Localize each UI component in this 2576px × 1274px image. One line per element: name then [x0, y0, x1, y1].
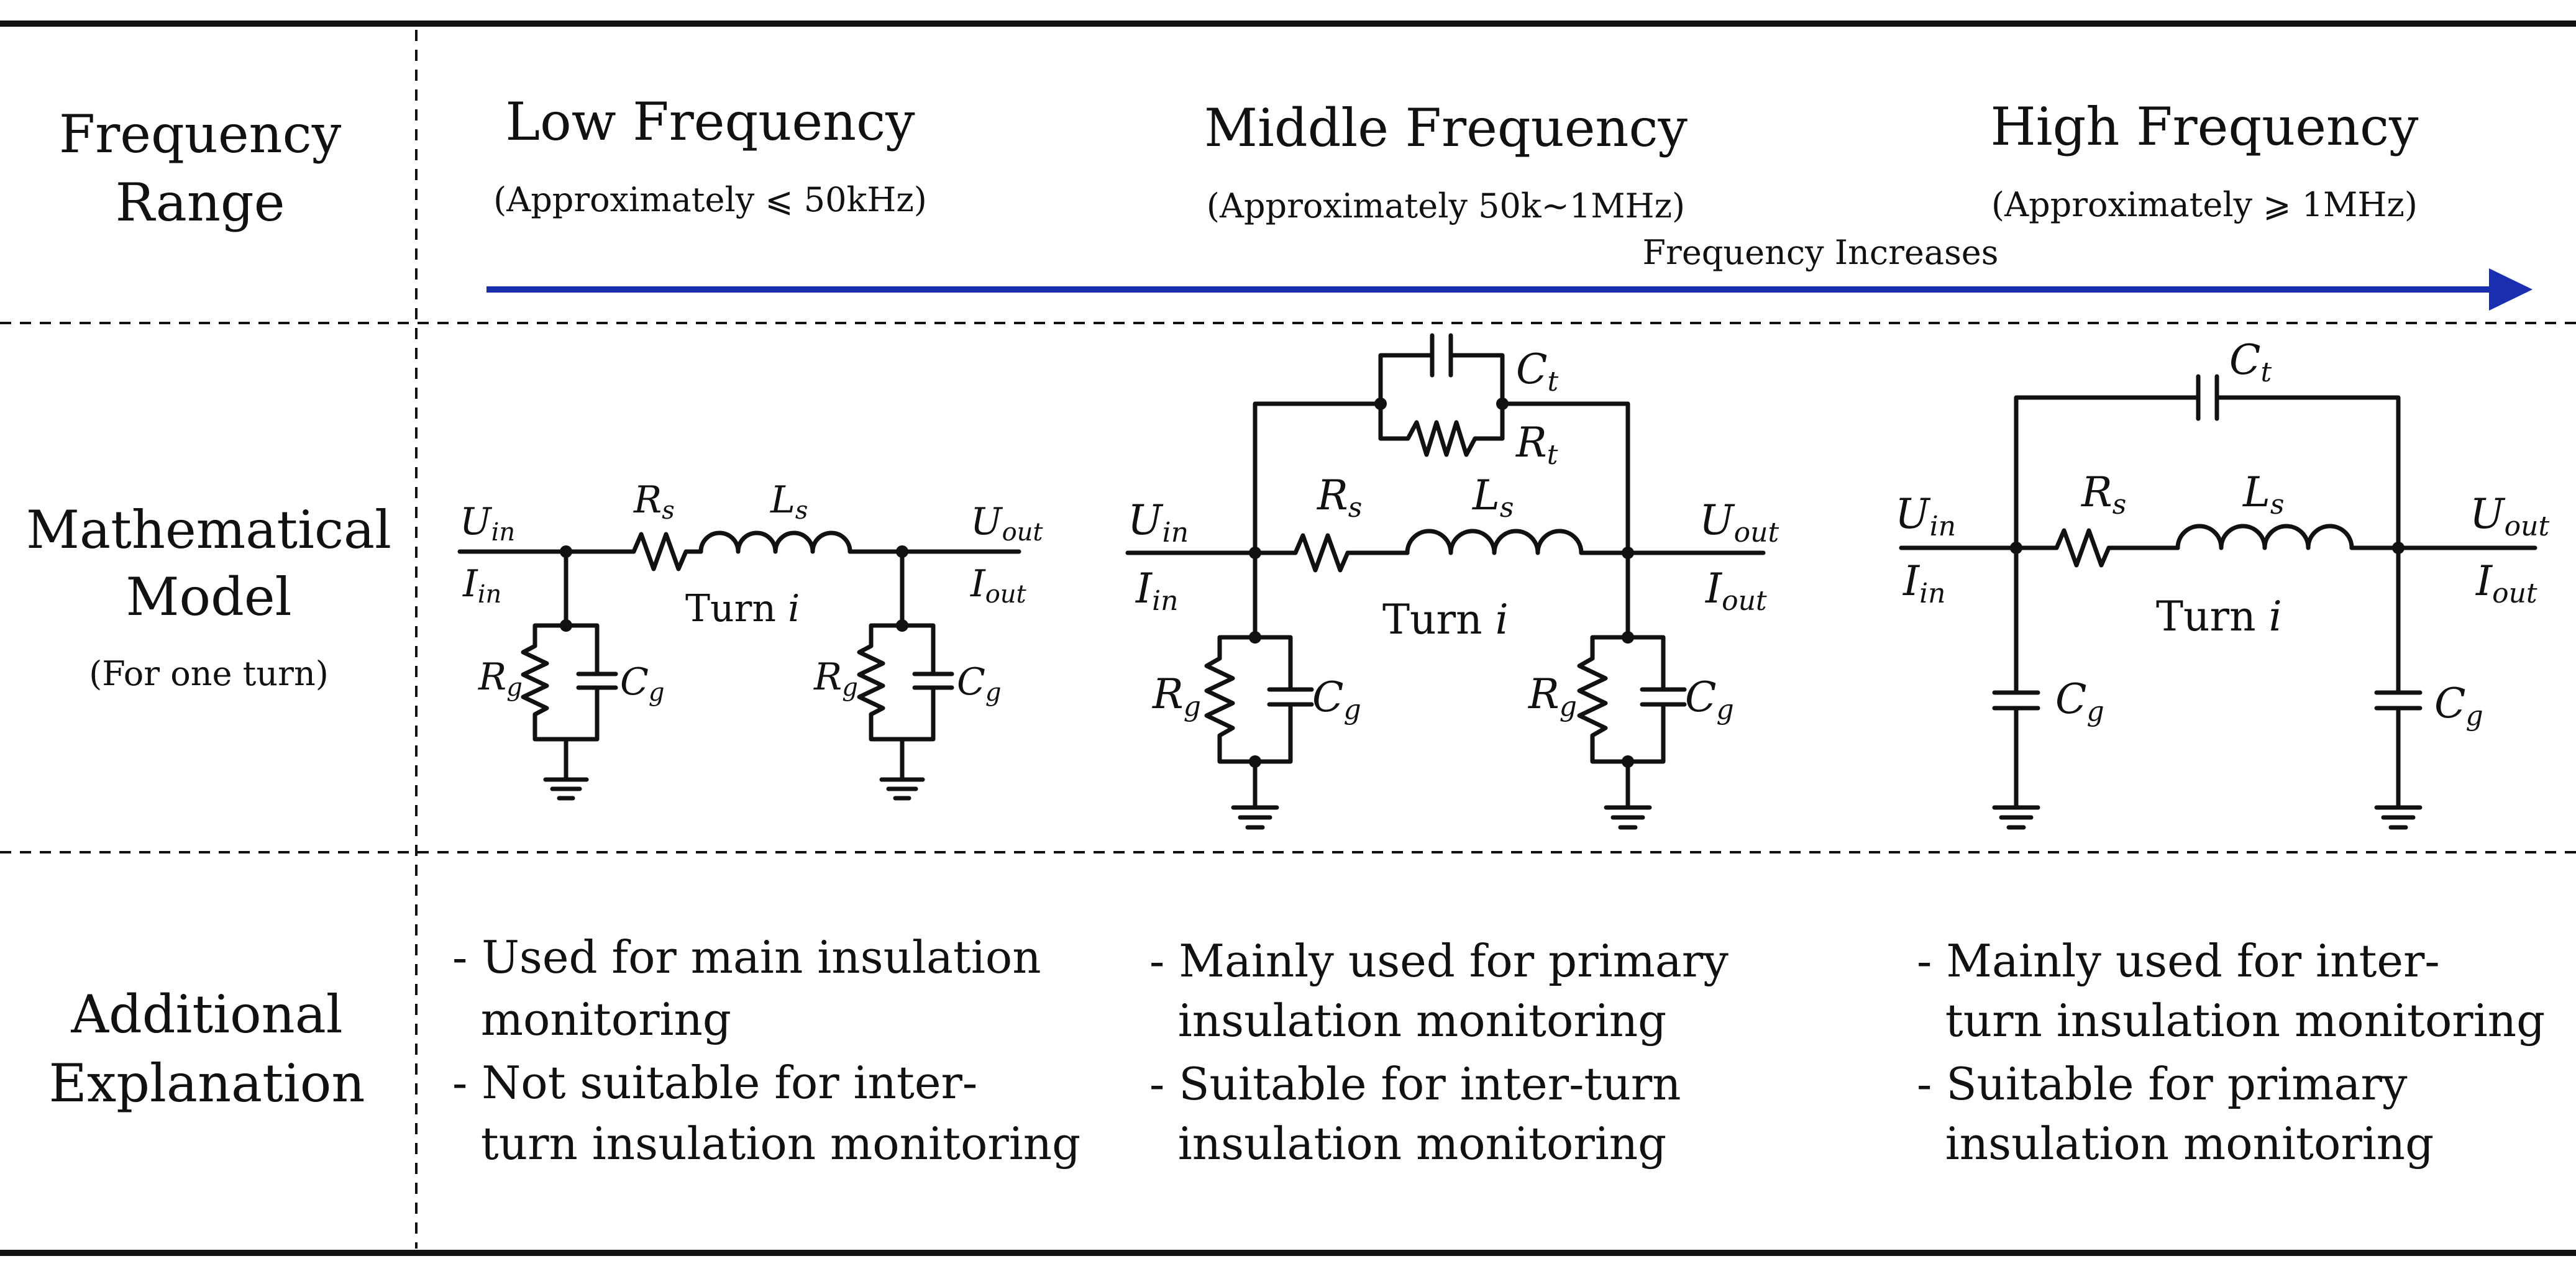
- row-header-line: Range: [116, 172, 285, 233]
- svg-text:Iout: Iout: [1705, 565, 1767, 617]
- svg-text:Iin: Iin: [1135, 565, 1179, 617]
- row-header-additional-explanation: Additional Explanation: [49, 984, 365, 1114]
- svg-text:Cg: Cg: [957, 660, 1002, 707]
- row-header-mathematical-model: Mathematical Model (For one turn): [26, 499, 391, 693]
- note-line: insulation monitoring: [1149, 1117, 1666, 1170]
- svg-text:Iin: Iin: [462, 562, 501, 609]
- svg-text:Rs: Rs: [1317, 471, 1362, 524]
- column-low-frequency-header: Low Frequency (Approximately ⩽ 50kHz): [493, 91, 927, 219]
- svg-text:Uin: Uin: [1128, 496, 1189, 548]
- arrow-label: Frequency Increases: [1643, 233, 1999, 272]
- note-line: insulation monitoring: [1917, 1117, 2434, 1170]
- svg-text:Ls: Ls: [770, 478, 808, 525]
- svg-text:Uout: Uout: [971, 500, 1043, 547]
- note-line: insulation monitoring: [1149, 994, 1666, 1047]
- column-title: Low Frequency: [505, 91, 915, 152]
- row-header-line: Additional: [70, 984, 342, 1045]
- notes-high-frequency: - Mainly used for inter- turn insulation…: [1917, 935, 2545, 1170]
- row-header-frequency-range: Frequency Range: [59, 104, 342, 233]
- svg-text:Turn i: Turn i: [1382, 596, 1509, 644]
- svg-text:Ct: Ct: [1516, 345, 1559, 398]
- svg-text:Iout: Iout: [2475, 557, 2537, 609]
- note-line: - Mainly used for primary: [1149, 935, 1729, 987]
- svg-text:Rs: Rs: [633, 478, 675, 525]
- svg-text:Iout: Iout: [970, 562, 1027, 609]
- svg-text:Iin: Iin: [1902, 557, 1946, 609]
- column-middle-frequency-header: Middle Frequency (Approximately 50k~1MHz…: [1204, 98, 1688, 225]
- column-title: Middle Frequency: [1204, 98, 1688, 158]
- column-title: High Frequency: [1990, 96, 2419, 157]
- svg-text:Uin: Uin: [1895, 490, 1956, 542]
- notes-low-frequency: - Used for main insulation monitoring - …: [452, 931, 1080, 1170]
- column-high-frequency-header: High Frequency (Approximately ⩾ 1MHz): [1990, 96, 2419, 224]
- svg-text:Cg: Cg: [1312, 673, 1361, 726]
- frequency-arrow: Frequency Increases: [486, 233, 2533, 311]
- svg-text:Ct: Ct: [2229, 336, 2272, 388]
- column-range: (Approximately ⩾ 1MHz): [1991, 185, 2418, 224]
- svg-text:Cg: Cg: [1685, 673, 1734, 726]
- column-range: (Approximately 50k~1MHz): [1207, 186, 1685, 225]
- svg-text:Uout: Uout: [1699, 496, 1779, 548]
- note-line: turn insulation monitoring: [452, 1117, 1080, 1170]
- svg-text:Rg: Rg: [813, 655, 858, 702]
- svg-text:Turn i: Turn i: [685, 587, 800, 630]
- row-header-line: Mathematical: [26, 499, 391, 560]
- row-header-line: Model: [126, 566, 292, 627]
- svg-text:Rg: Rg: [478, 655, 523, 702]
- notes-middle-frequency: - Mainly used for primary insulation mon…: [1149, 935, 1729, 1170]
- note-line: - Suitable for primary: [1917, 1058, 2408, 1110]
- svg-text:Turn i: Turn i: [2156, 593, 2282, 640]
- column-range: (Approximately ⩽ 50kHz): [493, 180, 927, 219]
- svg-text:Cg: Cg: [2434, 680, 2483, 732]
- svg-text:Rs: Rs: [2081, 468, 2126, 521]
- note-line: - Used for main insulation: [452, 931, 1041, 983]
- circuit-low-frequency: Uin Iin Uout Iout Rs Ls Turn i Rg Cg Rg …: [457, 478, 1043, 801]
- note-line: turn insulation monitoring: [1917, 994, 2545, 1047]
- svg-text:Ls: Ls: [1472, 471, 1514, 524]
- svg-text:Uout: Uout: [2470, 490, 2549, 542]
- row-header-line: Explanation: [49, 1053, 365, 1114]
- note-line: - Mainly used for inter-: [1917, 935, 2440, 987]
- row-header-note: (For one turn): [89, 654, 329, 693]
- svg-text:Rg: Rg: [1528, 670, 1577, 722]
- note-line: - Suitable for inter-turn: [1149, 1058, 1681, 1110]
- circuit-middle-frequency: Uin Iin Uout Iout Rs Ls Ct Rt Turn i Rg …: [1125, 333, 1779, 830]
- arrow-head: [2489, 268, 2533, 311]
- svg-text:Rt: Rt: [1515, 419, 1558, 471]
- svg-text:Uin: Uin: [460, 500, 515, 547]
- svg-text:Rg: Rg: [1152, 670, 1201, 722]
- svg-text:Cg: Cg: [2055, 675, 2104, 727]
- circuit-high-frequency: Uin Iin Uout Iout Rs Ls Ct Turn i Cg Cg: [1895, 336, 2549, 830]
- svg-text:Cg: Cg: [620, 660, 665, 707]
- svg-text:Ls: Ls: [2242, 468, 2284, 521]
- note-line: monitoring: [452, 993, 731, 1045]
- row-header-line: Frequency: [59, 104, 342, 165]
- note-line: - Not suitable for inter-: [452, 1057, 977, 1109]
